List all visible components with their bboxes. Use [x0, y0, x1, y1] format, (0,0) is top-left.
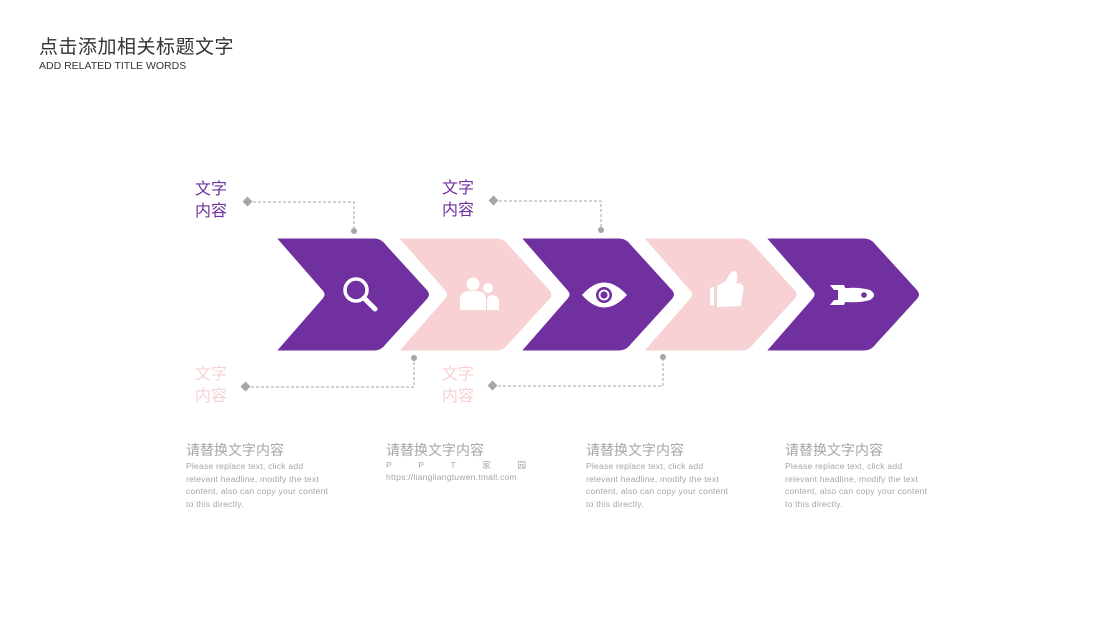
connector-top-1: [248, 201, 355, 230]
connector-bottom-2: [493, 358, 664, 387]
page-title: 点击添加相关标题文字: [39, 36, 235, 58]
users-icon: [460, 277, 499, 310]
label-line: 内容: [195, 201, 228, 220]
text-block-2: 请替换文字内容 P P T 家 园 https://liangliangtuwe…: [386, 443, 526, 484]
step-1-chevron: [272, 235, 432, 354]
label-line: 文字: [442, 178, 475, 197]
connector-top-2: [494, 200, 602, 230]
block-heading: 请替换文字内容: [186, 443, 284, 459]
label-bottom-1: 文字 内容: [195, 363, 235, 407]
spaced-char: P: [418, 460, 424, 470]
text-block-4: 请替换文字内容 Please replace text, click add r…: [785, 443, 930, 510]
block-url: https://liangliangtuwen.tmall.com: [386, 472, 517, 482]
search-icon: [343, 277, 378, 312]
connector-dot: [598, 227, 604, 233]
spaced-char: 家: [482, 460, 491, 470]
text-block-1: 请替换文字内容 Please replace text, click add r…: [186, 443, 331, 510]
eye-icon: [582, 282, 627, 308]
label-bottom-2: 文字 内容: [442, 363, 482, 407]
connector-dot: [351, 228, 357, 234]
spaced-char: P: [386, 460, 392, 470]
label-line: 内容: [442, 200, 475, 219]
spaced-char: T: [450, 460, 456, 470]
label-line: 文字: [195, 364, 228, 383]
page-subtitle: ADD RELATED TITLE WORDS: [39, 60, 187, 72]
block-spaced-text: P P T 家 园: [386, 460, 526, 471]
connector-dot: [411, 355, 417, 361]
label-line: 内容: [195, 386, 228, 405]
connector-diamond: [487, 380, 498, 391]
block-heading: 请替换文字内容: [386, 443, 484, 459]
label-line: 文字: [442, 364, 475, 383]
connector-dot: [660, 354, 666, 360]
connector-diamond: [240, 381, 251, 392]
rocket-icon: [830, 285, 874, 305]
thumbs-up-icon: [710, 270, 744, 307]
label-top-2: 文字 内容: [442, 177, 482, 221]
block-body: Please replace text, click add relevant …: [785, 461, 928, 509]
connector-bottom-1: [246, 359, 415, 388]
connector-diamond: [488, 195, 499, 206]
spaced-char: 园: [517, 460, 526, 470]
block-heading: 请替换文字内容: [586, 443, 684, 459]
connector-diamond: [242, 196, 253, 207]
block-body: Please replace text, click add relevant …: [186, 461, 329, 509]
label-line: 文字: [195, 179, 228, 198]
connectors: [246, 200, 664, 388]
label-line: 内容: [442, 386, 475, 405]
text-block-3: 请替换文字内容 Please replace text, click add r…: [586, 443, 731, 510]
block-body: Please replace text, click add relevant …: [586, 461, 729, 509]
block-heading: 请替换文字内容: [785, 443, 883, 459]
label-top-1: 文字 内容: [195, 178, 235, 222]
